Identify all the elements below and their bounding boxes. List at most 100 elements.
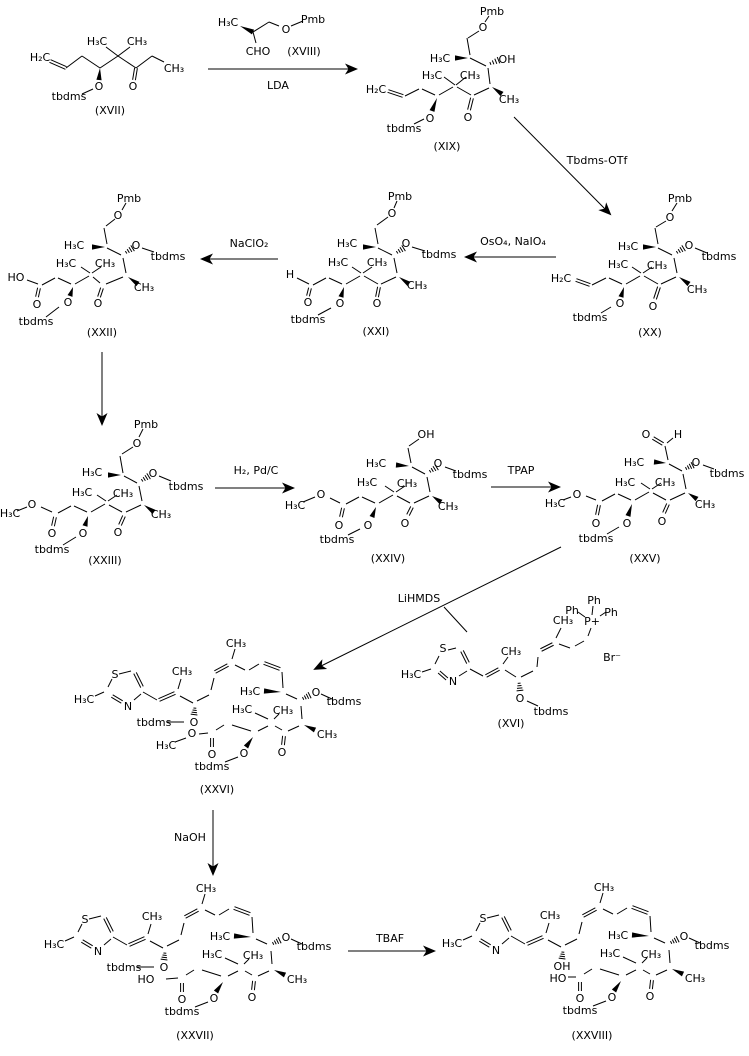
reagent-label: H₂, Pd/C [234, 464, 279, 477]
atom-label: H₃C [615, 476, 636, 489]
atom-label: S [82, 913, 89, 926]
atom-label: CH₃ [540, 909, 560, 922]
atom-label: CH₃ [460, 69, 480, 82]
atom-label: O [33, 298, 42, 311]
atom-label: O [336, 297, 345, 310]
atom-label: H₃C [87, 35, 108, 48]
atom-label: tbdms [291, 313, 326, 326]
reaction-arrow [313, 546, 562, 670]
atom-label: CH₃ [655, 476, 675, 489]
atom-label: O [178, 993, 187, 1006]
atom-label: OH [554, 960, 571, 973]
atom-label: S [440, 642, 447, 655]
atom-label: H₃C [401, 668, 422, 681]
atom-label: CH₃ [499, 93, 519, 106]
atom-label: O [685, 239, 694, 252]
atom-label: O [642, 428, 651, 441]
compound-caption: (XXVII) [176, 1029, 214, 1042]
compound-caption: (XIX) [434, 140, 461, 153]
atom-label: H₃C [328, 256, 349, 269]
atom-label: CH₃ [438, 500, 458, 513]
arrow-h2-pdc: H₂, Pd/C [215, 464, 295, 494]
atom-label: CH₃ [172, 665, 192, 678]
atom-label: CH₃ [226, 637, 246, 650]
arrow-naoh: NaOH [174, 810, 219, 876]
atom-label: O [592, 517, 601, 530]
atom-label: CH₃ [287, 973, 307, 986]
atom-label: H₃C [430, 52, 451, 65]
atom-label: O [576, 992, 585, 1005]
atom-label: O [94, 297, 103, 310]
atom-label: CH₃ [695, 498, 715, 511]
atom-label: CH₃ [397, 477, 417, 490]
atom-label: N [492, 944, 500, 957]
atom-label: O [282, 931, 291, 944]
atom-label: N [124, 700, 132, 713]
atom-label: O [64, 296, 73, 309]
atom-label: CH₃ [407, 279, 427, 292]
atom-label: O [240, 747, 249, 760]
atom-label: O [95, 80, 104, 93]
atom-label: tbdms [695, 939, 730, 952]
atom-label: O [573, 488, 582, 501]
atom-label: H₃C [82, 466, 103, 479]
atom-label: tbdms [563, 1004, 598, 1017]
arrow-lda: LDA [208, 63, 358, 92]
compound-caption: (XXVIII) [572, 1029, 613, 1042]
atom-label: CH₃ [196, 882, 216, 895]
atom-label: O [160, 961, 169, 974]
atom-label: CH₃ [501, 645, 521, 658]
atom-label: O [114, 209, 123, 222]
atom-label: H [674, 428, 682, 441]
atom-label: Pmb [388, 190, 412, 203]
atom-label: H₃C [618, 240, 639, 253]
atom-label: H₃C [232, 703, 253, 716]
atom-label: O [608, 991, 617, 1004]
atom-label: H₂C [30, 51, 51, 64]
atom-label: Pmb [668, 192, 692, 205]
atom-label: Ph [604, 606, 618, 619]
atom-label: O [364, 519, 373, 532]
atom-label: tbdms [297, 940, 332, 953]
atom-label: O [278, 746, 287, 759]
atom-label: tbdms [195, 760, 230, 773]
atom-label: O [312, 686, 321, 699]
atom-label: OH [418, 428, 435, 441]
reagent-label: TPAP [507, 464, 535, 477]
atom-label: tbdms [573, 311, 608, 324]
atom-label: Pmb [117, 192, 141, 205]
atom-label: H [286, 268, 294, 281]
atom-label: tbdms [710, 467, 745, 480]
atom-label: O [210, 992, 219, 1005]
atom-label: tbdms [137, 716, 172, 729]
atom-label: H₃C [0, 507, 20, 520]
atom-label: tbdms [422, 248, 457, 261]
atom-label: O [282, 23, 291, 36]
atom-label: O [48, 527, 57, 540]
atom-label: O [188, 727, 197, 740]
atom-label: CH₃ [127, 35, 147, 48]
atom-label: tbdms [35, 543, 70, 556]
atom-label: N [94, 945, 102, 958]
atom-label: CH₃ [685, 972, 705, 985]
atom-label: O [335, 519, 344, 532]
arrow-tbaf: TBAF [348, 932, 436, 957]
compound-caption: (XX) [638, 326, 662, 339]
compound-caption: (XXI) [363, 325, 390, 338]
atom-label: CH₃ [142, 910, 162, 923]
atom-label: H₃C [202, 948, 223, 961]
reaction-arrow [513, 116, 612, 216]
atom-label: O [79, 527, 88, 540]
atom-label: H₃C [64, 239, 85, 252]
atom-label: O [373, 297, 382, 310]
atom-label: tbdms [165, 1005, 200, 1018]
atom-label: H₃C [218, 16, 239, 29]
atom-label: CH₃ [164, 62, 184, 75]
atom-label: O [434, 457, 443, 470]
